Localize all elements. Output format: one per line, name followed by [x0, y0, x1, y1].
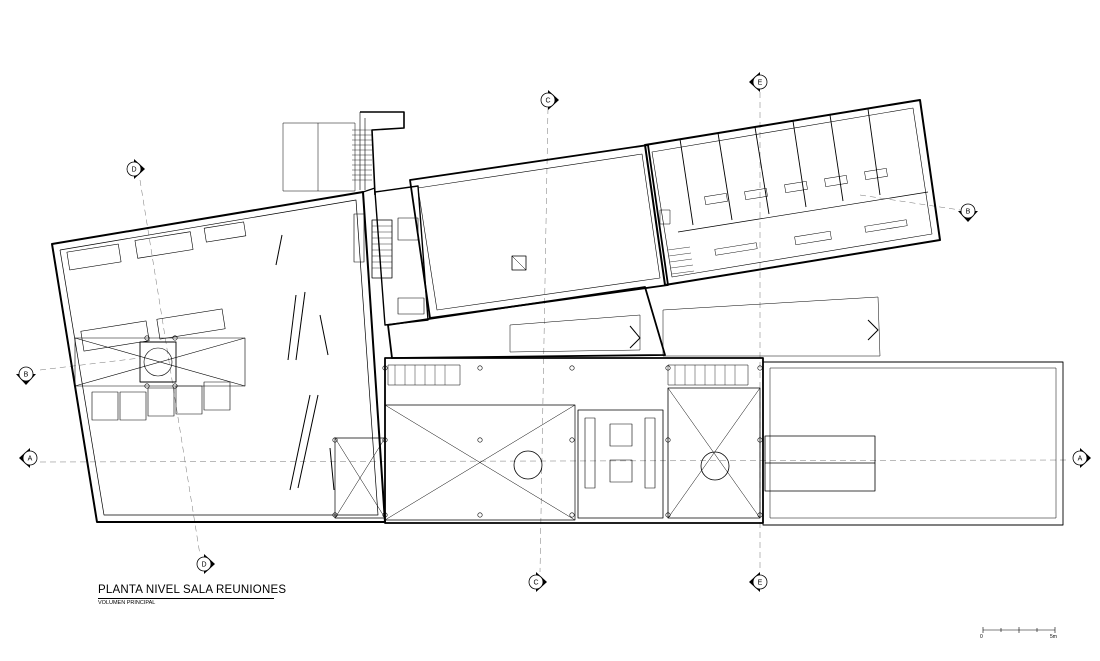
office-wing-outer [644, 99, 941, 286]
meeting-column-right [700, 451, 730, 481]
section-marker-e: E [749, 572, 768, 592]
section-marker-d: D [126, 159, 145, 179]
section-marker-circle [752, 574, 768, 590]
section-marker-circle [540, 92, 556, 108]
section-marker-c: C [528, 572, 547, 592]
display-cases [91, 381, 231, 421]
section-marker-a: A [19, 448, 38, 468]
exhibit-panels [275, 234, 335, 491]
title-rule [98, 598, 274, 599]
section-line-a [39, 459, 1071, 463]
section-marker-c: C [540, 90, 559, 110]
desk-row-top [66, 221, 247, 271]
section-marker-a: A [1072, 448, 1091, 468]
drawing-subtitle: VOLUMEN PRINCIPAL [98, 600, 156, 606]
section-marker-label: B [966, 209, 971, 216]
central-hall-outer [409, 144, 669, 319]
section-marker-b: B [958, 203, 978, 222]
section-marker-circle [752, 74, 768, 90]
left-wing-inner-wall [59, 199, 379, 516]
scale-bar [982, 627, 1056, 633]
office-wing [644, 99, 941, 286]
section-marker-label: E [758, 80, 763, 87]
section-marker-label: B [24, 372, 29, 379]
section-marker-circle [22, 450, 38, 466]
meeting-column-left [513, 450, 543, 480]
left-wing-furniture [66, 213, 365, 491]
section-marker-circle [196, 556, 212, 572]
section-marker-circle [960, 203, 976, 219]
section-marker-label: D [201, 562, 206, 569]
section-marker-circle [528, 574, 544, 590]
section-marker-label: A [1078, 456, 1083, 463]
section-marker-d: D [196, 554, 215, 574]
terrace-outer [762, 361, 1064, 526]
structural-columns [144, 335, 763, 518]
section-markers: A A B B C C D D E E [16, 72, 1091, 592]
scale-end-label: 5m [1050, 634, 1057, 640]
section-line-c [539, 107, 549, 573]
section-marker-circle [126, 161, 142, 177]
central-hall [409, 144, 669, 319]
section-marker-circle [18, 366, 34, 382]
section-line-d [139, 179, 201, 556]
central-hall-inner [417, 153, 661, 311]
section-marker-e: E [749, 72, 768, 92]
section-line-b [39, 357, 141, 371]
section-marker-label: A [28, 456, 33, 463]
scale-start-label: 0 [980, 634, 983, 640]
section-marker-b: B [16, 366, 36, 385]
central-hall-skylight [511, 255, 527, 271]
section-marker-label: E [758, 580, 763, 587]
section-marker-label: C [533, 580, 538, 587]
terrace-block [762, 361, 1064, 526]
section-marker-label: D [131, 167, 136, 174]
meeting-block [334, 357, 764, 524]
section-line-b2 [859, 194, 961, 211]
drawing-title: PLANTA NIVEL SALA REUNIONES [98, 584, 287, 596]
section-marker-label: C [545, 98, 550, 105]
section-lines [39, 92, 1071, 573]
office-wing-inner [651, 107, 933, 278]
section-marker-circle [1072, 450, 1088, 466]
corridor-band [387, 286, 881, 359]
desk-row-middle [80, 308, 226, 352]
